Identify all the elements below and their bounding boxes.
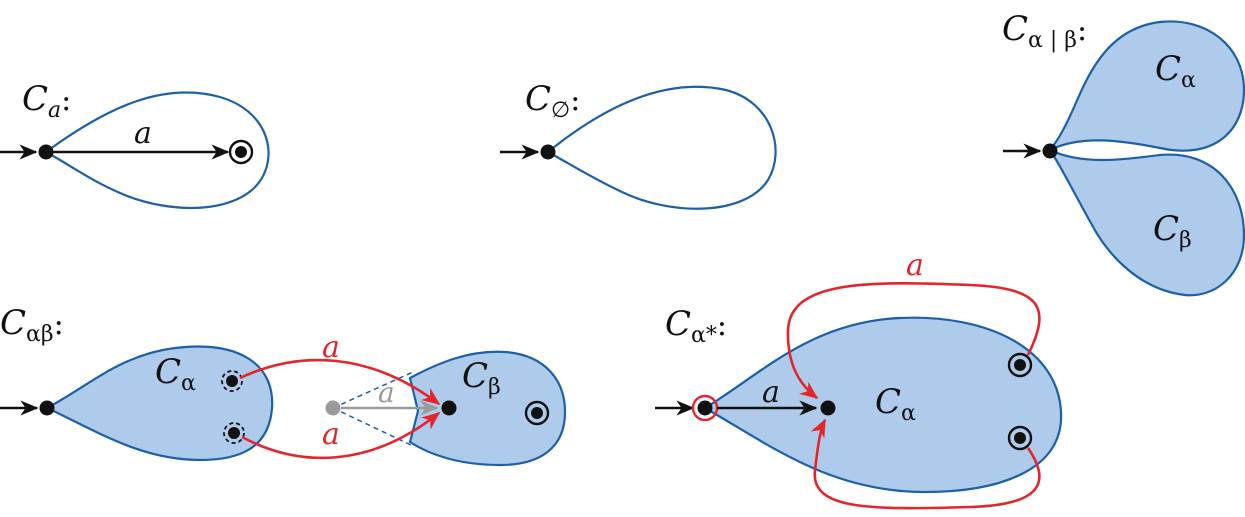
start-state [39,400,55,416]
red-transition-bottom [241,411,441,460]
removed-transition-label: a [378,376,395,409]
automaton-region [43,91,270,210]
panel-c-concat: Cαβ: Cα a Cβ a a [0,303,567,467]
start-state [1042,143,1058,159]
red-transition-top-label: a [322,330,340,365]
panel-c-empty-title: C∅: [525,79,580,123]
removed-edge-bottom [332,407,414,447]
panel-c-a: Ca: a [0,79,270,210]
alpha-label: Cα [155,352,196,396]
red-loop-top [786,282,1041,400]
panel-c-a-title: Ca: [22,79,71,123]
accept-state-dot [1014,359,1026,371]
transition-label: a [134,116,152,151]
alpha-region [44,345,274,462]
former-accept-state-ring [221,370,243,392]
panel-c-empty: C∅: [500,79,777,210]
accept-state-dot [235,146,247,158]
beta-region [408,350,567,467]
former-accept-state [228,427,240,439]
removed-edge-top [332,371,414,409]
panel-c-star-title: Cα*: [665,304,727,348]
red-loop-bottom [810,418,1041,510]
beta-region [1046,147,1245,297]
alpha-label: Cα [1155,49,1196,93]
accept-state [524,400,550,426]
accept-state [1007,352,1033,378]
red-transition-bottom-label: a [322,417,340,452]
panel-c-alt-title: Cα | β: [1002,9,1087,53]
accept-state [1007,425,1033,451]
red-loop-top-label: a [906,248,924,283]
alpha-label: Cα [875,382,916,426]
alpha-entry-state [820,400,836,416]
automaton-region [546,85,777,210]
start-state [38,144,54,160]
accept-state-dot [531,407,543,419]
former-accept-state-ring [223,422,245,444]
panel-c-star: Cα*: a Cα a [655,248,1063,510]
transition-label: a [762,375,780,410]
beta-entry-state [441,400,457,416]
accept-state-dot [1014,432,1026,444]
alpha-region [1049,20,1245,152]
beta-label: Cβ [462,356,501,400]
panel-c-concat-title: Cαβ: [0,303,64,347]
beta-label: Cβ [1153,209,1192,253]
start-state [540,144,556,160]
alpha-region [702,316,1063,494]
start-state [697,400,713,416]
red-transition-top [239,358,441,406]
panel-c-alt: Cα | β: Cα Cβ [1002,9,1245,297]
removed-start-state [325,400,341,416]
former-accept-state [226,375,238,387]
